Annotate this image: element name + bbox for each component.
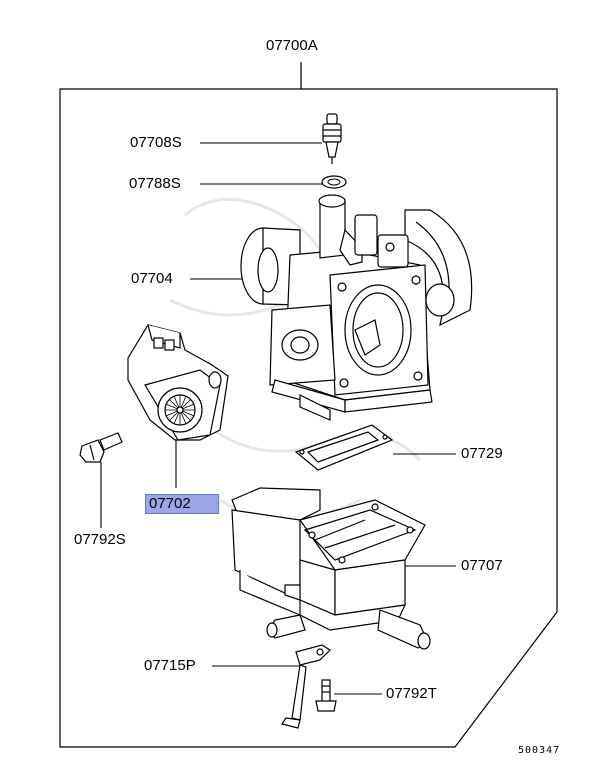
screw-07708s[interactable]	[322, 113, 342, 164]
label-assembly-07700a[interactable]: 07700A	[266, 37, 318, 54]
tps-sensor-07702[interactable]	[127, 324, 229, 441]
leader-lines	[100, 142, 456, 695]
label-part-07704[interactable]: 07704	[131, 270, 173, 287]
label-part-07788s[interactable]: 07788S	[129, 175, 181, 192]
throttle-body-07704[interactable]	[240, 194, 473, 421]
label-part-07707[interactable]: 07707	[461, 557, 503, 574]
bracket-07715p[interactable]	[281, 644, 331, 729]
label-part-07792t[interactable]: 07792T	[386, 685, 437, 702]
label-part-07702-highlighted[interactable]: 07702	[145, 494, 219, 514]
label-part-07729[interactable]: 07729	[461, 445, 503, 462]
assembly-bracket	[59, 62, 558, 748]
diagram-code: 500347	[518, 745, 561, 756]
label-part-07792s[interactable]: 07792S	[74, 531, 126, 548]
valve-body-07707[interactable]	[231, 487, 431, 650]
label-part-07708s[interactable]: 07708S	[130, 134, 182, 151]
gasket-07729[interactable]	[294, 424, 394, 471]
bolt-07792t[interactable]	[315, 679, 337, 712]
label-part-07715p[interactable]: 07715P	[144, 657, 196, 674]
bolt-07792s[interactable]	[79, 432, 123, 463]
